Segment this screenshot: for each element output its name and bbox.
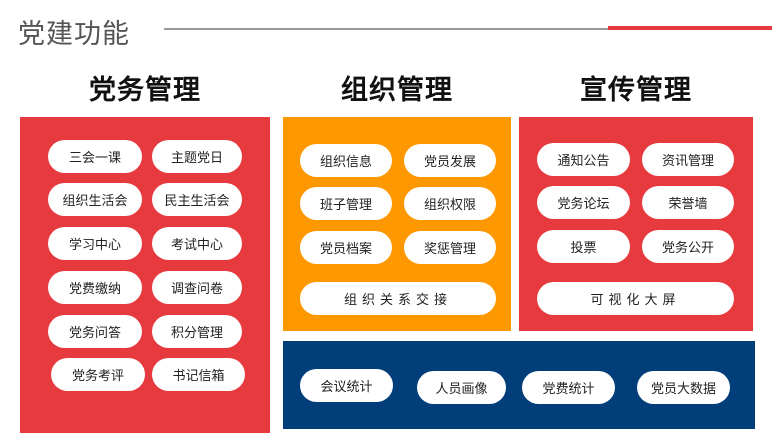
module-button[interactable]: 会议统计 [300, 369, 393, 402]
module-button[interactable]: 奖惩管理 [404, 231, 496, 264]
module-button[interactable]: 调查问卷 [152, 271, 242, 304]
module-button[interactable]: 考试中心 [152, 227, 242, 260]
module-button[interactable]: 投票 [537, 230, 630, 263]
module-button[interactable]: 班子管理 [300, 187, 392, 220]
org-relation-transfer-button[interactable]: 组织关系交接 [300, 282, 496, 315]
module-button[interactable]: 荣誉墙 [642, 186, 734, 219]
module-button[interactable]: 书记信箱 [152, 358, 245, 391]
module-button[interactable]: 组织信息 [300, 144, 392, 177]
module-button[interactable]: 党务论坛 [537, 186, 630, 219]
module-button[interactable]: 通知公告 [537, 143, 630, 176]
module-button[interactable]: 党费缴纳 [48, 271, 142, 304]
module-button[interactable]: 三会一课 [48, 140, 142, 173]
module-button[interactable]: 人员画像 [417, 371, 506, 404]
module-button[interactable]: 党费统计 [522, 371, 615, 404]
title-divider-gray [164, 28, 608, 30]
module-button[interactable]: 党员档案 [300, 231, 392, 264]
module-button[interactable]: 党务问答 [48, 315, 142, 348]
module-button[interactable]: 党员发展 [404, 144, 496, 177]
visual-big-screen-button[interactable]: 可视化大屏 [537, 282, 734, 315]
party-affairs-panel: 三会一课 主题党日 组织生活会 民主生活会 学习中心 考试中心 党费缴纳 调查问… [20, 117, 270, 433]
module-button[interactable]: 主题党日 [152, 140, 242, 173]
publicity-panel: 通知公告 资讯管理 党务论坛 荣誉墙 投票 党务公开 可视化大屏 [519, 117, 753, 331]
module-button[interactable]: 民主生活会 [152, 183, 242, 216]
organization-title: 组织管理 [341, 75, 453, 106]
party-affairs-title: 党务管理 [89, 75, 201, 106]
title-divider-accent [608, 26, 772, 30]
module-button[interactable]: 积分管理 [152, 315, 242, 348]
module-button[interactable]: 学习中心 [48, 227, 142, 260]
module-button[interactable]: 党务考评 [51, 358, 145, 391]
module-button[interactable]: 组织生活会 [48, 183, 142, 216]
module-button[interactable]: 党员大数据 [637, 371, 730, 404]
module-button[interactable]: 资讯管理 [642, 143, 734, 176]
statistics-panel: 会议统计 人员画像 党费统计 党员大数据 [283, 341, 755, 429]
page-title: 党建功能 [18, 19, 130, 50]
module-button[interactable]: 党务公开 [642, 230, 734, 263]
publicity-title: 宣传管理 [580, 75, 692, 106]
organization-panel: 组织信息 党员发展 班子管理 组织权限 党员档案 奖惩管理 组织关系交接 [283, 117, 511, 331]
module-button[interactable]: 组织权限 [404, 187, 496, 220]
